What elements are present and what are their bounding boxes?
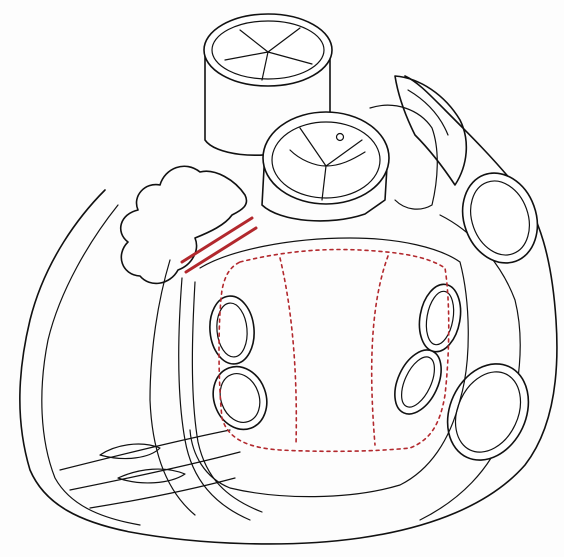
dashed-red-line-left [280,258,296,445]
red-ligation-bar-1 [182,218,252,262]
right-lower-vein [386,343,451,422]
base-curve-2 [70,452,240,490]
atrial-appendage [121,166,247,283]
left-border-band-inner [150,260,195,515]
right-upper-vessel [450,162,549,273]
upper-right-flap-inner [408,90,448,135]
lower-lobe-2 [118,469,185,483]
left-lower-vein [205,359,276,437]
right-lower-vessel [432,351,543,474]
dashed-red-line-right [372,256,388,445]
left-upper-vein [207,294,257,366]
base-curve-1 [60,430,230,470]
aortic-root-opening [263,112,389,204]
base-curve-3 [90,478,235,508]
upper-right-flap [395,76,466,185]
top-vessel-opening [204,14,332,86]
lower-lobe-1 [100,444,160,458]
